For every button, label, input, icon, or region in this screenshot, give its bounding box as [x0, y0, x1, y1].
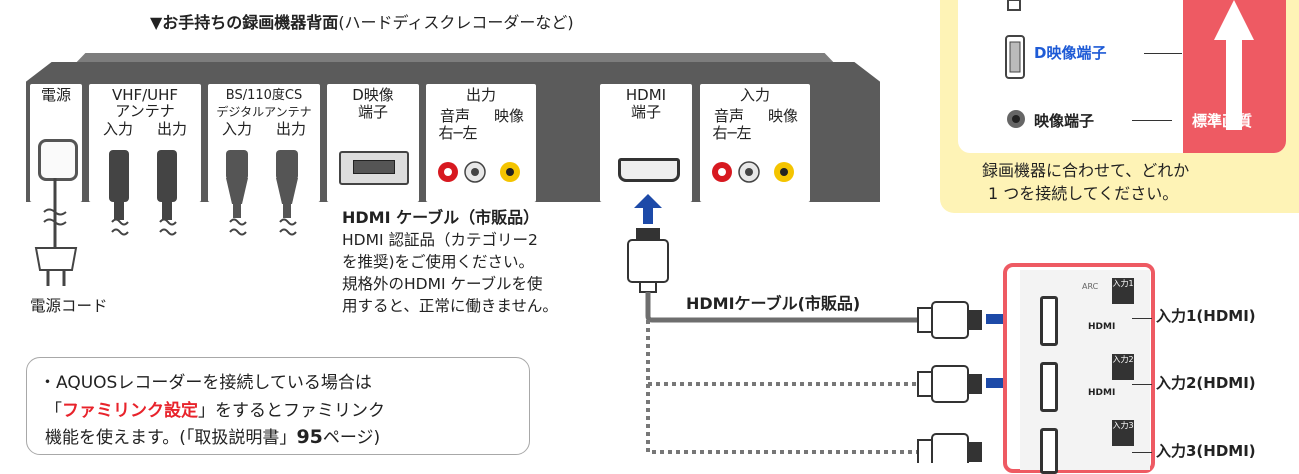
arrow-up-icon [634, 194, 662, 224]
hdmi-port-icon [618, 158, 680, 182]
familink-note: ・AQUOSレコーダーを接続している場合は 「ファミリンク設定」をするとファミリ… [26, 357, 530, 455]
leader-line-2 [1132, 384, 1152, 385]
output-audio-label: 音声 [439, 107, 470, 125]
d-terminal-label: D映像端子 [1034, 44, 1107, 62]
tv-hdmi-port-3-icon [1040, 428, 1058, 474]
power-cord-icon [34, 178, 78, 286]
quality-caption-2: 1 つを接続してください。 [988, 184, 1179, 203]
familink-setting-link[interactable]: ファミリンク設定 [62, 401, 198, 421]
hdmi-plug-recorder-icon [627, 228, 669, 293]
d-label-1: D映像 [352, 86, 394, 104]
output-rca-jacks-icon [438, 161, 520, 183]
d-terminal-leader [1144, 53, 1182, 54]
familink-note-page: 95 [296, 426, 323, 448]
d-terminal-icon [1005, 35, 1025, 79]
quality-caption-1: 録画機器に合わせて、どれか [982, 161, 1190, 180]
vhf-in-cable-icon [109, 150, 129, 236]
output-label: 出力 [465, 86, 496, 104]
tv-hdmi-port-2-icon [1040, 362, 1058, 412]
tv-arc-mark: ARC [1082, 282, 1099, 291]
input-rca-jacks-icon [712, 161, 794, 183]
tv-hdmi-port-1-icon [1040, 296, 1058, 346]
hdmi-cable-solid [645, 292, 918, 323]
tv-input2-mark: 入力2 [1112, 354, 1134, 380]
vhf-label-1: VHF/UHF [111, 86, 179, 104]
bs-box: BS/110度CS デジタルアンテナ 入力 出力 [208, 84, 320, 202]
d-terminal-connector-icon [339, 151, 409, 185]
input-label: 入力 [739, 86, 770, 104]
bs-out-label: 出力 [275, 120, 306, 138]
video-terminal-label: 映像端子 [1034, 112, 1095, 130]
bs-in-cable-icon [226, 150, 248, 236]
output-rl-label: 右─左 [438, 124, 478, 142]
tv-input-panel: ARC 入力1 入力2 入力3 HDMI HDMI [1020, 270, 1150, 474]
hdmi-label-2: 端子 [630, 103, 661, 121]
input-rl-label: 右─左 [712, 124, 752, 142]
power-socket-icon [38, 139, 78, 181]
hdmi-plug-tv-1-icon [917, 301, 982, 339]
power-cord-label: 電源コード [30, 297, 108, 315]
vhf-out-label: 出力 [156, 120, 187, 138]
familink-note-line3-text: 機能を使えます。(「取扱説明書」 [45, 428, 297, 448]
bs-in-label: 入力 [221, 120, 252, 138]
input-audio-label: 音声 [713, 107, 744, 125]
tv-input1-mark: 入力1 [1112, 278, 1134, 304]
familink-note-line1: ・AQUOSレコーダーを接続している場合は [39, 373, 372, 393]
cable-note: HDMI ケーブル（市販品） HDMI 認証品（カテゴリー2 を推奨)をご使用く… [342, 207, 558, 317]
leader-line-1 [1132, 318, 1152, 319]
standard-quality-label: 標準画質 [1192, 112, 1253, 130]
hdmi-plug-tv-3-icon [917, 433, 982, 463]
cable-note-line2: を推奨)をご使用ください。 [342, 253, 535, 271]
video-terminal-leader [1132, 120, 1172, 121]
d-label-2: 端子 [357, 103, 388, 121]
cable-note-title: HDMI ケーブル（市販品） [342, 208, 540, 227]
leader-line-3 [1132, 452, 1152, 453]
hdmi-cable-dotted-3 [646, 320, 918, 454]
diagram-graphics [34, 150, 1028, 463]
vhf-box: VHF/UHF アンテナ 入力 出力 [89, 84, 201, 202]
input-video-label: 映像 [767, 107, 798, 125]
hdmi-box: HDMI 端子 [600, 84, 692, 202]
bs-label-2: デジタルアンテナ [216, 105, 312, 119]
input-1-hdmi-label: 入力1(HDMI) [1156, 307, 1256, 325]
familink-note-line2-text: 」をするとファミリンク [198, 401, 385, 421]
top-connector-icon [1007, 0, 1021, 11]
cable-note-line3: 規格外のHDMI ケーブルを使 [342, 275, 543, 293]
tv-hdmi-logo-1: HDMI [1088, 322, 1116, 332]
tv-input3-mark: 入力3 [1112, 420, 1134, 446]
vhf-label-2: アンテナ [115, 102, 175, 120]
output-video-label: 映像 [493, 107, 524, 125]
input-box: 入力 音声 映像 右─左 [700, 84, 810, 202]
cable-note-line1: HDMI 認証品（カテゴリー2 [342, 231, 538, 249]
familink-note-line3-end: ページ) [322, 428, 381, 448]
input-3-hdmi-label: 入力3(HDMI) [1156, 442, 1256, 460]
tv-hdmi-logo-2: HDMI [1088, 388, 1116, 398]
input-2-hdmi-label: 入力2(HDMI) [1156, 374, 1256, 392]
recorder-title-main: ▼お手持ちの録画機器背面 [150, 13, 339, 32]
hdmi-label-1: HDMI [625, 86, 667, 104]
recorder-title-sub: (ハードディスクレコーダーなど) [338, 13, 574, 32]
familink-note-bracket: 「 [45, 401, 62, 421]
quality-arrow-icon [1214, 0, 1254, 130]
power-label: 電源 [40, 86, 71, 104]
hdmi-plug-tv-2-icon [917, 365, 982, 403]
output-box: 出力 音声 映像 右─左 [426, 84, 536, 202]
familink-note-line2: 「ファミリンク設定」をするとファミリンク [45, 398, 385, 424]
familink-note-line3: 機能を使えます。(「取扱説明書」95ページ) [45, 424, 380, 451]
bs-label-1: BS/110度CS [225, 88, 303, 103]
vhf-out-cable-icon [157, 150, 177, 236]
cable-note-line4: 用すると、正常に働きません。 [342, 297, 558, 315]
hdmi-cable-label: HDMIケーブル(市販品) [686, 294, 861, 313]
d-terminal-box: D映像 端子 [327, 84, 419, 202]
recorder-title: ▼お手持ちの録画機器背面(ハードディスクレコーダーなど) [150, 9, 574, 33]
video-terminal-icon [1007, 110, 1025, 128]
bs-out-cable-icon [276, 150, 298, 236]
vhf-in-label: 入力 [102, 120, 133, 138]
